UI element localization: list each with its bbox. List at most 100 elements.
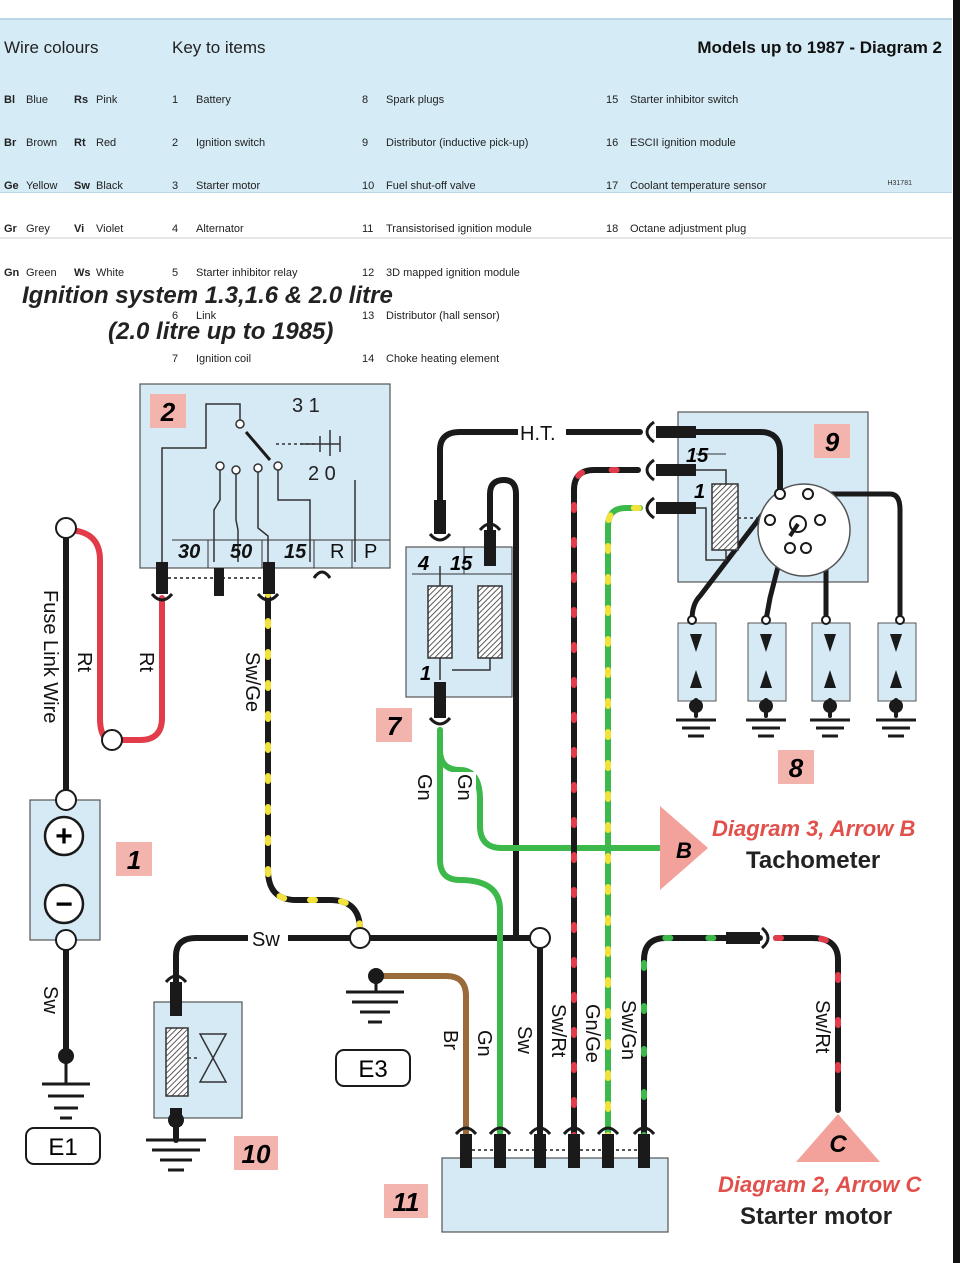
- distributor-contacts: [764, 488, 826, 554]
- coil-windings: [427, 566, 503, 680]
- wire-labels: H.T. Sw Fuse Link Wire Rt Rt Sw/Ge Sw Gn…: [38, 420, 834, 1070]
- connector-sockets: [150, 420, 770, 1136]
- wire-label-rt2: Rt: [135, 652, 157, 672]
- coil-terminal-4-label: 4: [417, 553, 429, 575]
- wire-label-swgn: Sw/Gn: [617, 1000, 639, 1060]
- terminal-15-label: 15: [284, 541, 307, 563]
- wire-label-fuse-link: Fuse Link Wire: [39, 590, 61, 723]
- arrow-b-destination: Tachometer: [746, 847, 880, 874]
- wire-label-gn3: Gn: [473, 1030, 495, 1057]
- arrow-c-reference: Diagram 2, Arrow C: [718, 1172, 922, 1197]
- spark-plug-symbols: [687, 615, 905, 688]
- arrow-b-reference: Diagram 3, Arrow B: [712, 816, 915, 841]
- wire-label-sw3: Sw: [513, 1026, 535, 1054]
- earth-e1-tag: E1: [25, 1127, 101, 1165]
- window-edge: [953, 0, 960, 1263]
- switch-terminal-dividers: [172, 539, 390, 568]
- wire-label-rt1: Rt: [73, 652, 95, 672]
- wire-label-gn1: Gn: [413, 774, 435, 801]
- item-2-label: 2: [160, 397, 176, 427]
- valve-symbol: [165, 1027, 228, 1097]
- wire-label-swrt: Sw/Rt: [547, 1004, 569, 1058]
- item-10-label: 10: [242, 1139, 271, 1169]
- terminal-30-label: 30: [178, 541, 200, 563]
- item-labels: 2 7 9 8 1 10 11: [116, 394, 850, 1218]
- arrow-b-letter: B: [676, 838, 692, 863]
- spark-plug-boxes: [677, 622, 917, 702]
- wire-label-swge: Sw/Ge: [241, 652, 263, 712]
- switch-positions-bottom: 2 0: [308, 463, 336, 485]
- earth-dots: [58, 699, 903, 1128]
- item-8-label: 8: [789, 753, 804, 783]
- key-title: Key to items: [172, 38, 266, 57]
- arrow-b: B Diagram 3, Arrow B Tachometer: [660, 806, 915, 890]
- wire-label-ht: H.T.: [520, 423, 556, 445]
- item-9-label: 9: [825, 427, 840, 457]
- terminal-p-label: P: [364, 541, 377, 563]
- battery-minus-label: −: [55, 888, 73, 921]
- battery-terminals: + −: [43, 815, 85, 925]
- switch-terminal-labels: 30 50 15 R P: [178, 541, 377, 563]
- ignition-switch-terminals: [215, 419, 283, 475]
- distributor-terminal-1-label: 1: [694, 481, 705, 503]
- wire-label-sw-bus: Sw: [252, 929, 280, 951]
- arrow-c-destination: Starter motor: [740, 1203, 892, 1230]
- distributor-terminal-15-label: 15: [686, 445, 709, 467]
- figure-code: H31781: [887, 180, 912, 187]
- terminal-50-label: 50: [230, 541, 252, 563]
- item-7-label: 7: [387, 711, 403, 741]
- coil-terminal-15-label: 15: [450, 553, 473, 575]
- terminal-r-label: R: [330, 541, 344, 563]
- wire-label-swrt2: Sw/Rt: [811, 1000, 833, 1054]
- arrow-c: C Diagram 2, Arrow C Starter motor: [718, 1114, 922, 1230]
- models-title: Models up to 1987 - Diagram 2: [697, 38, 942, 57]
- battery-plus-label: +: [55, 820, 73, 853]
- item-1-label: 1: [127, 845, 141, 875]
- wire-label-sw-battery: Sw: [39, 986, 61, 1014]
- arrow-c-letter: C: [829, 1131, 847, 1158]
- wires: [63, 429, 903, 1143]
- earth-e3-tag: E3: [335, 1049, 411, 1087]
- wire-label-gnge: Gn/Ge: [581, 1004, 603, 1063]
- wire-label-br: Br: [439, 1030, 461, 1050]
- earth-e3-label: E3: [358, 1056, 387, 1083]
- ignition-switch-contacts: [161, 403, 356, 562]
- wire-label-gn2: Gn: [453, 774, 475, 801]
- earth-e1-label: E1: [48, 1134, 77, 1161]
- item-11-label: 11: [393, 1187, 420, 1217]
- earth-symbols: [42, 718, 916, 1172]
- coil-terminal-1-label: 1: [420, 663, 431, 685]
- diagram-title: Ignition system 1.3,1.6 & 2.0 litre: [22, 282, 393, 309]
- junction-nodes: [55, 517, 551, 951]
- wire-colours-title: Wire colours: [4, 38, 99, 57]
- section-divider: [0, 237, 952, 239]
